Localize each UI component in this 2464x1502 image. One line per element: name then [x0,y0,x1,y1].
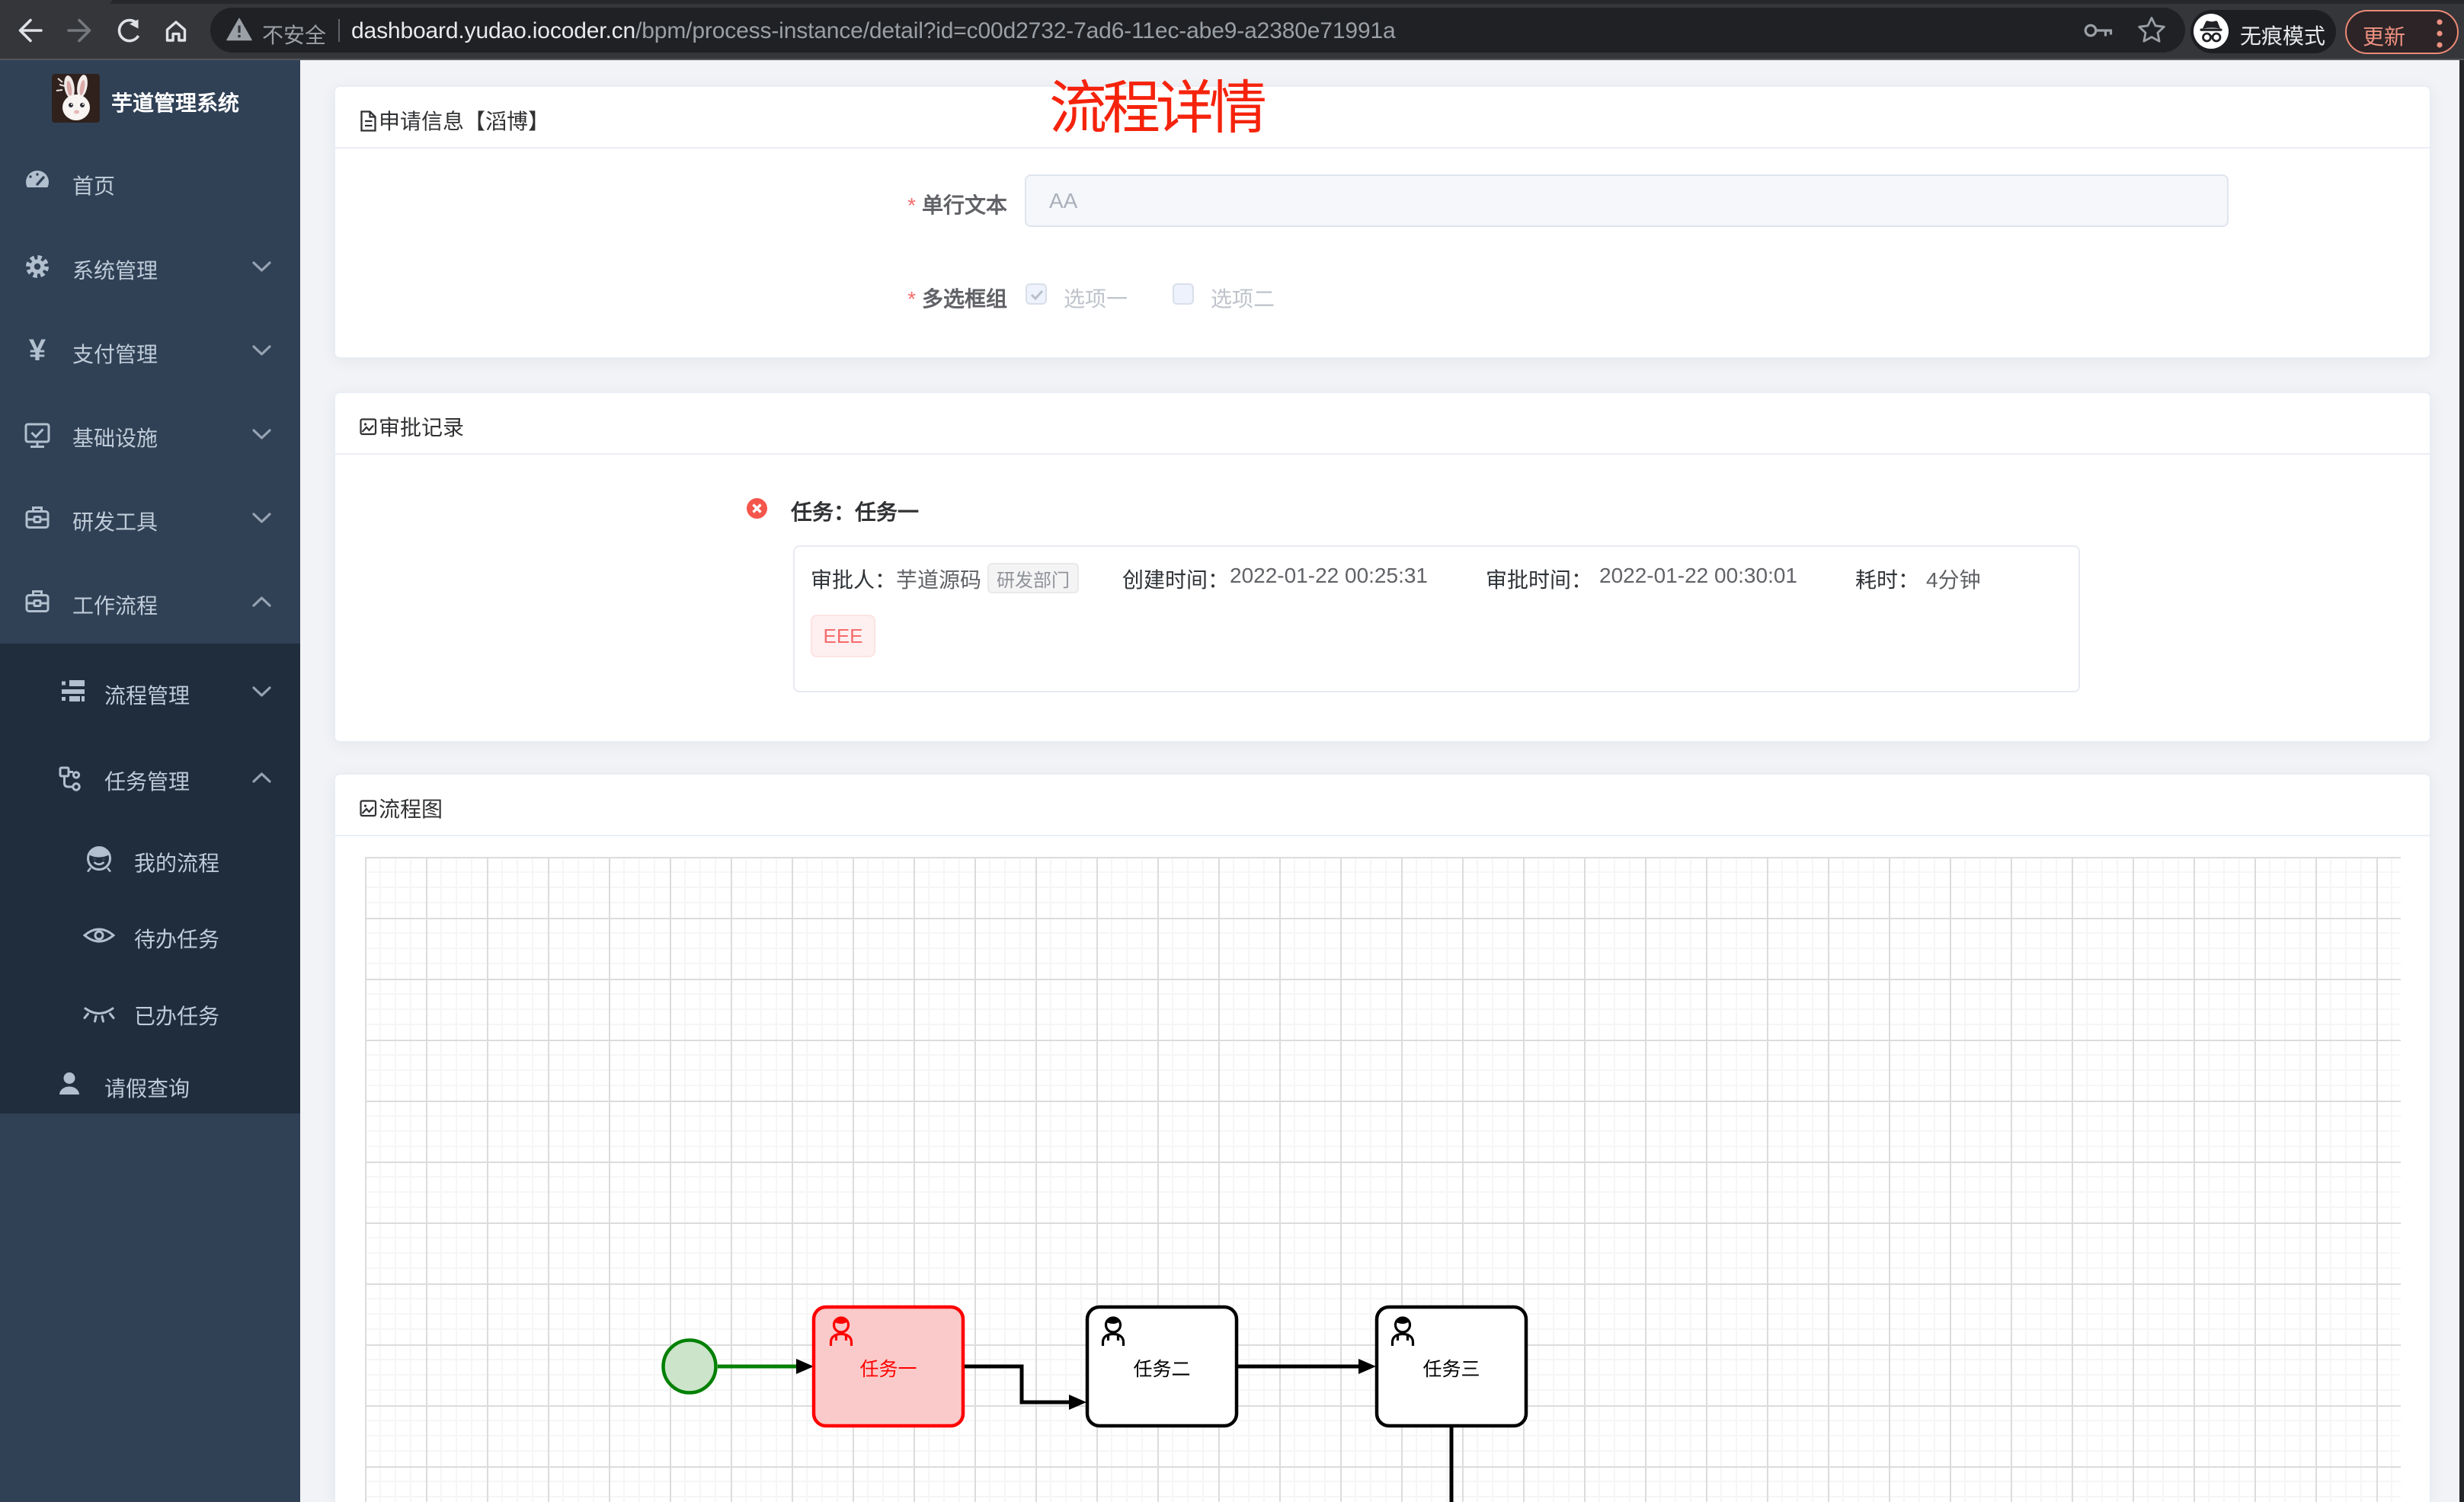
svg-text:¥: ¥ [29,334,46,367]
svg-text:任务二: 任务二 [1133,1359,1190,1380]
svg-text:任务一: 任务一 [859,1359,917,1380]
svg-text:任务三: 任务三 [1422,1359,1480,1380]
